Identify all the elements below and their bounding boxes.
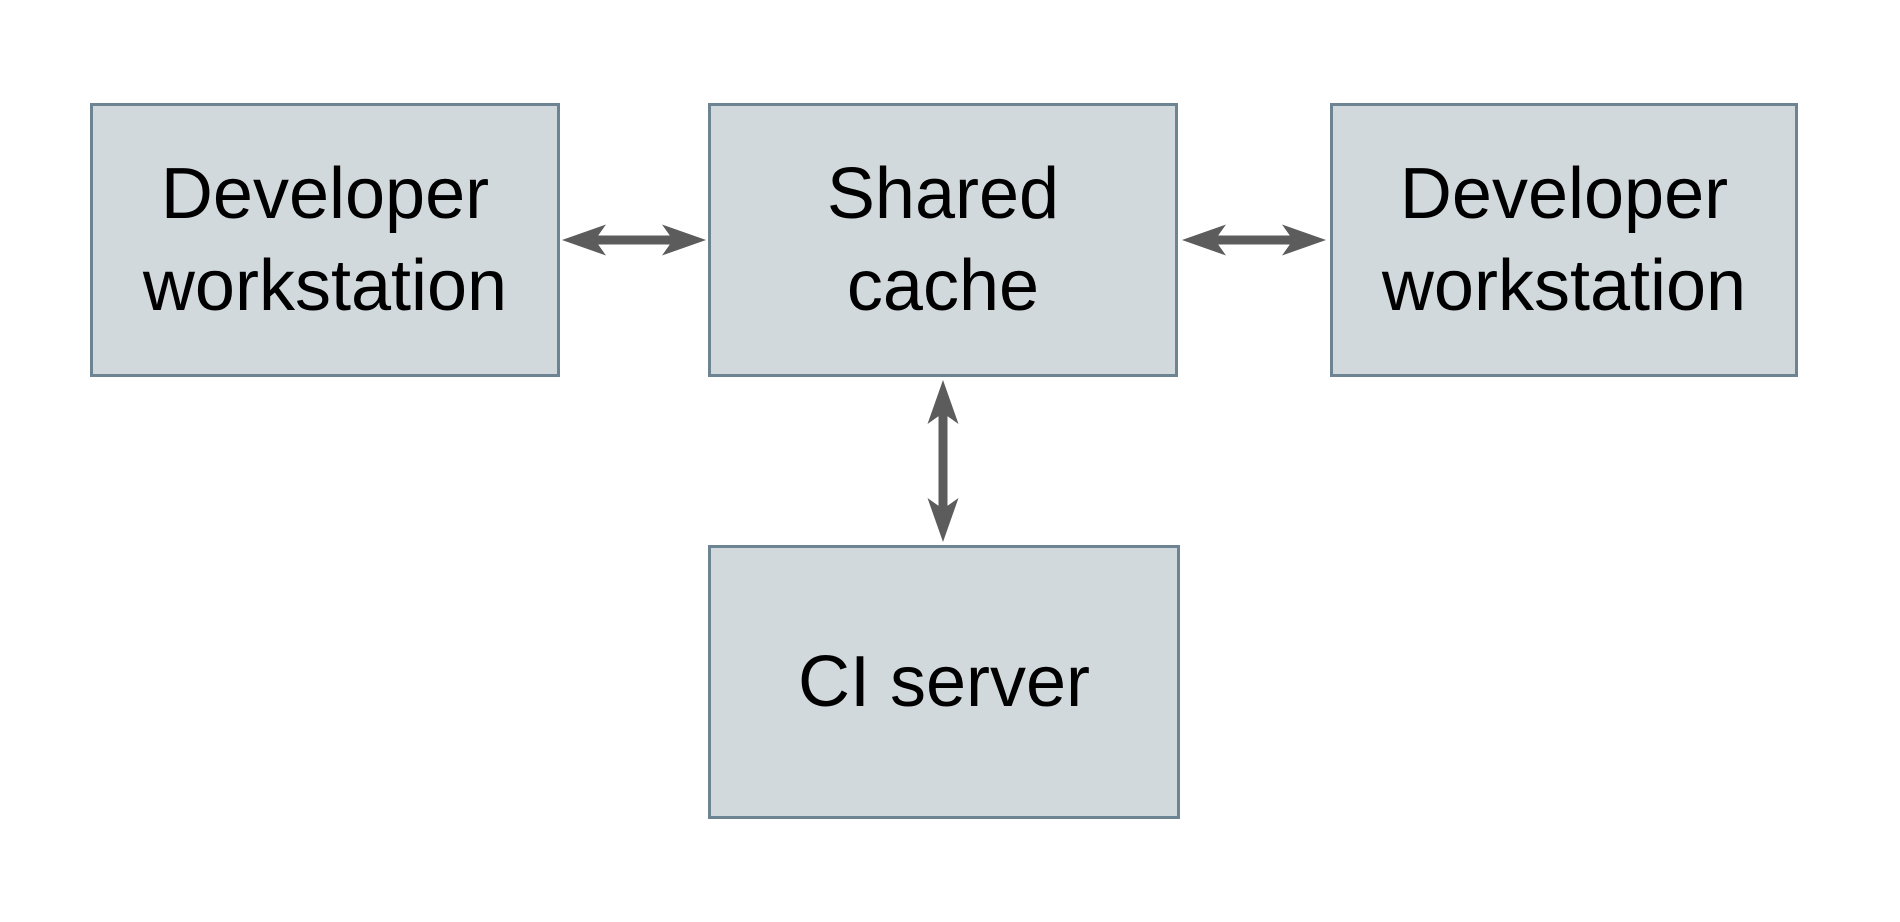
node-ci-server-label: CI server	[797, 642, 1091, 722]
node-developer-workstation-right: Developer workstation	[1330, 103, 1798, 377]
arrow-shared-cache-right-workstation	[1182, 224, 1326, 256]
arrow-left-workstation-shared-cache	[562, 224, 706, 256]
node-ci-server: CI server	[708, 545, 1180, 819]
node-developer-workstation-right-label: Developer workstation	[1381, 154, 1747, 326]
node-shared-cache-label: Shared cache	[826, 154, 1060, 326]
node-developer-workstation-left-label: Developer workstation	[142, 154, 508, 326]
node-developer-workstation-left: Developer workstation	[90, 103, 560, 377]
node-shared-cache: Shared cache	[708, 103, 1178, 377]
arrow-shared-cache-ci-server	[927, 380, 959, 542]
